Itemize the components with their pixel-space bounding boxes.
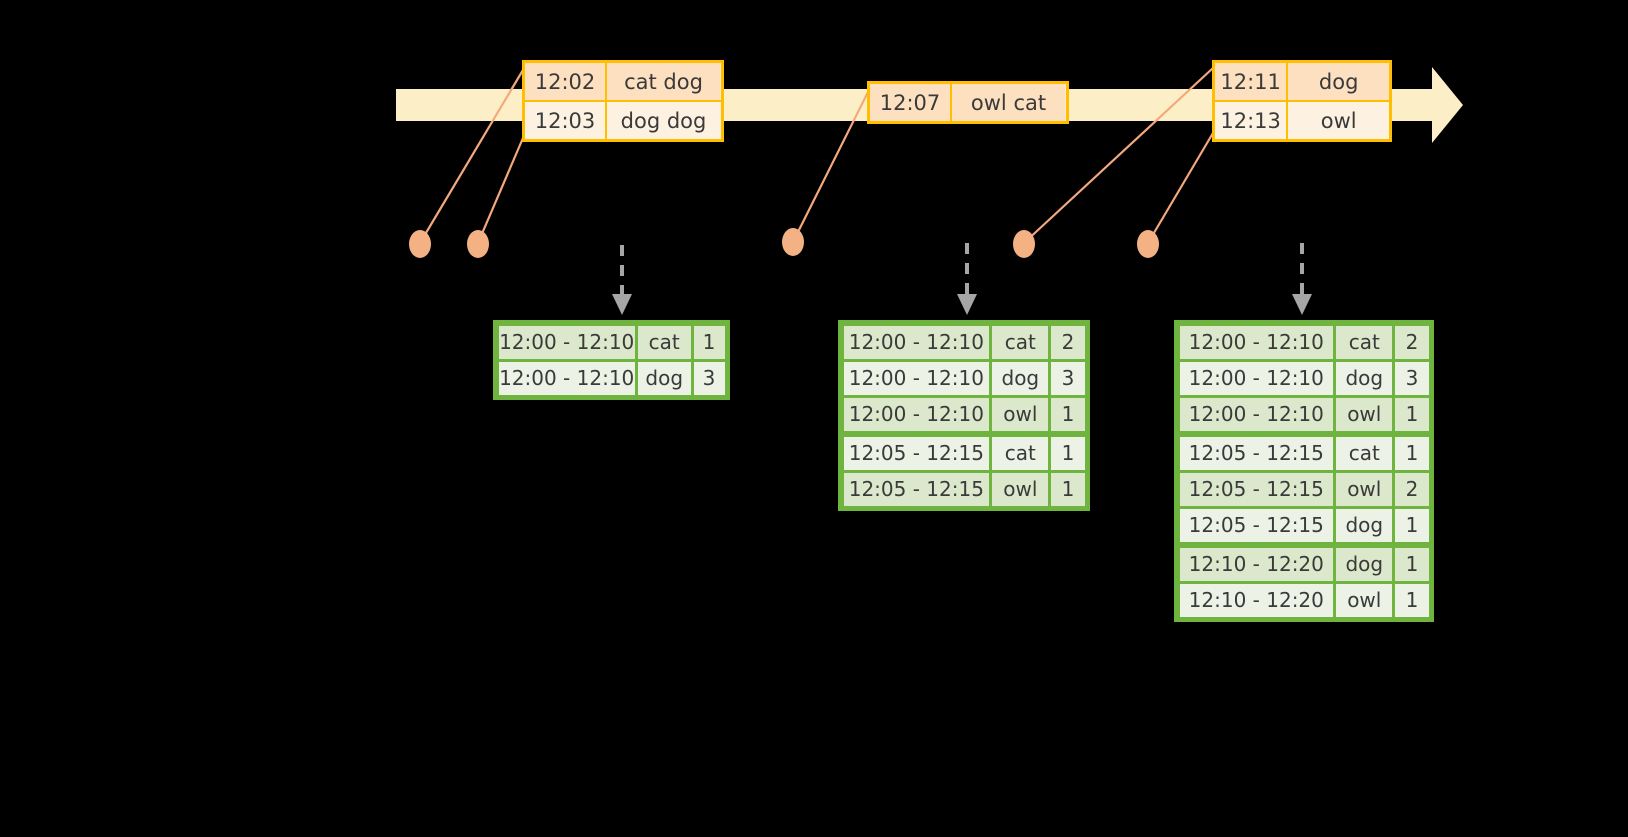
word-cell: owl xyxy=(992,472,1049,506)
word-cell: dog xyxy=(637,361,691,395)
window-cell: 12:00 - 12:10 xyxy=(1179,325,1334,359)
message-words: owl xyxy=(1288,102,1389,139)
message-timestamp: 12:13 xyxy=(1215,102,1289,139)
count-cell: 1 xyxy=(693,325,725,359)
event-dot-5 xyxy=(1137,230,1159,258)
event-dot-4 xyxy=(1013,230,1035,258)
count-cell: 3 xyxy=(693,361,725,395)
count-cell: 3 xyxy=(1051,361,1085,395)
word-cell: owl xyxy=(1336,397,1393,431)
window-group-separator xyxy=(842,432,1086,435)
word-cell: cat xyxy=(1336,436,1393,470)
word-cell: owl xyxy=(1336,472,1393,506)
window-cell: 12:00 - 12:10 xyxy=(498,325,635,359)
count-cell: 1 xyxy=(1395,547,1429,581)
count-cell: 2 xyxy=(1051,325,1085,359)
word-cell: dog xyxy=(992,361,1049,395)
window-cell: 12:10 - 12:20 xyxy=(1179,583,1334,617)
window-group-separator xyxy=(1178,432,1430,435)
message-timestamp: 12:07 xyxy=(870,84,952,121)
count-cell: 1 xyxy=(1395,397,1429,431)
word-cell: cat xyxy=(992,325,1049,359)
window-cell: 12:05 - 12:15 xyxy=(843,436,990,470)
window-cell: 12:00 - 12:10 xyxy=(1179,361,1334,395)
count-cell: 1 xyxy=(1051,436,1085,470)
message-words: owl cat xyxy=(952,84,1065,121)
count-cell: 1 xyxy=(1395,436,1429,470)
word-cell: owl xyxy=(992,397,1049,431)
window-cell: 12:05 - 12:15 xyxy=(1179,508,1334,542)
word-cell: cat xyxy=(992,436,1049,470)
window-group-separator xyxy=(1178,543,1430,546)
word-cell: dog xyxy=(1336,508,1393,542)
window-cell: 12:10 - 12:20 xyxy=(1179,547,1334,581)
emit-arrows xyxy=(612,243,1312,315)
count-cell: 3 xyxy=(1395,361,1429,395)
message-words: dog dog xyxy=(607,102,720,139)
word-cell: cat xyxy=(637,325,691,359)
word-cell: dog xyxy=(1336,547,1393,581)
window-cell: 12:00 - 12:10 xyxy=(843,397,990,431)
message-words: cat dog xyxy=(607,63,720,100)
count-cell: 1 xyxy=(1051,472,1085,506)
window-cell: 12:05 - 12:15 xyxy=(843,472,990,506)
window-cell: 12:00 - 12:10 xyxy=(843,361,990,395)
window-cell: 12:00 - 12:10 xyxy=(498,361,635,395)
event-dots xyxy=(409,228,1159,258)
count-cell: 2 xyxy=(1395,472,1429,506)
window-cell: 12:00 - 12:10 xyxy=(843,325,990,359)
window-cell: 12:00 - 12:10 xyxy=(1179,397,1334,431)
window-cell: 12:05 - 12:15 xyxy=(1179,472,1334,506)
count-cell: 1 xyxy=(1051,397,1085,431)
count-cell: 1 xyxy=(1395,508,1429,542)
count-cell: 1 xyxy=(1395,583,1429,617)
count-cell: 2 xyxy=(1395,325,1429,359)
word-cell: owl xyxy=(1336,583,1393,617)
message-timestamp: 12:02 xyxy=(525,63,607,100)
message-timestamp: 12:03 xyxy=(525,102,607,139)
message-words: dog xyxy=(1288,63,1389,100)
event-dot-2 xyxy=(467,230,489,258)
event-dot-3 xyxy=(782,228,804,256)
word-cell: dog xyxy=(1336,361,1393,395)
word-cell: cat xyxy=(1336,325,1393,359)
message-timestamp: 12:11 xyxy=(1215,63,1289,100)
window-cell: 12:05 - 12:15 xyxy=(1179,436,1334,470)
event-dot-1 xyxy=(409,230,431,258)
